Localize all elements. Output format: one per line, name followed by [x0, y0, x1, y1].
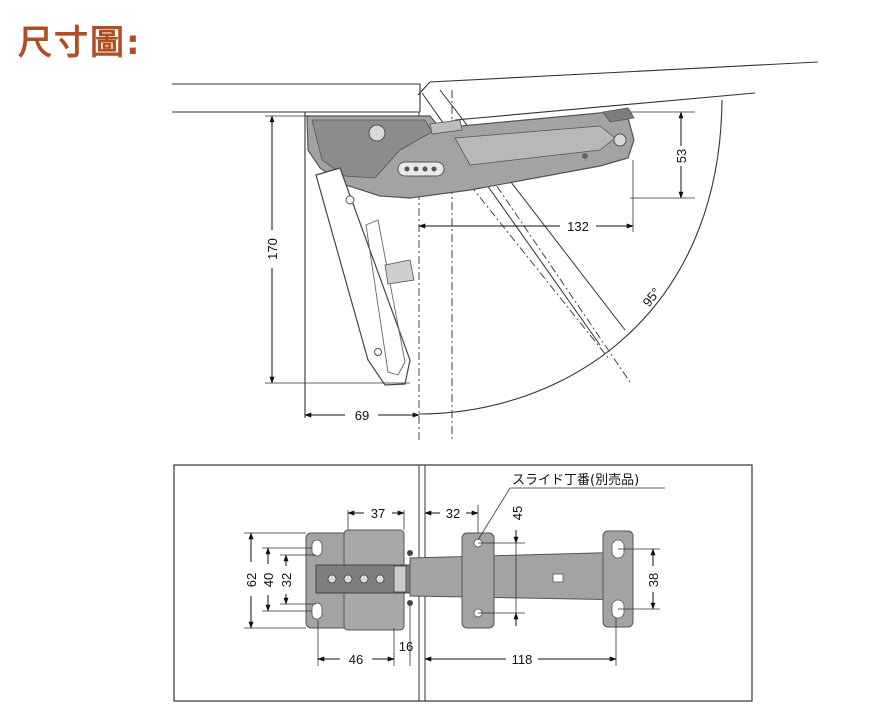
- slide-hinge-callout: スライド丁番(別売品): [477, 472, 665, 541]
- dim-53: 53: [630, 111, 695, 199]
- dim-132: 132: [418, 160, 634, 234]
- dim-69: 69: [304, 408, 420, 423]
- dim-16-label: 16: [399, 639, 413, 654]
- dim-45-label: 45: [510, 506, 525, 520]
- dim-40: 40: [261, 547, 312, 612]
- dim-118: 118: [424, 618, 617, 667]
- dim-40-label: 40: [261, 573, 276, 587]
- top-view: スライド丁番(別売品) 37 32 45: [173, 464, 753, 702]
- dim-38-label: 38: [646, 573, 661, 587]
- stay-arm: [409, 530, 634, 629]
- dim-46-label: 46: [349, 652, 363, 667]
- slide-hinge-label: スライド丁番(別売品): [512, 472, 639, 488]
- dim-38: 38: [618, 548, 661, 610]
- base-plate: [305, 529, 413, 631]
- page-title: 尺寸圖:: [18, 23, 142, 63]
- dim-118-label: 118: [512, 652, 533, 667]
- angle-label: 95°: [639, 285, 663, 310]
- lid-open: [417, 61, 819, 121]
- dim-37-label: 37: [371, 506, 385, 521]
- dim-37: 37: [347, 506, 405, 530]
- stay-mechanism: [306, 107, 635, 199]
- dim-62: 62: [244, 532, 306, 629]
- dim-170: 170: [265, 115, 410, 384]
- dim-132-label: 132: [567, 219, 589, 234]
- dim-32-top-label: 32: [446, 506, 460, 521]
- top-view-frame: [173, 464, 753, 702]
- dim-62-label: 62: [244, 573, 259, 587]
- side-view: 53 132 170 69 95°: [172, 61, 819, 440]
- swing-arc: [418, 99, 723, 415]
- dim-170-label: 170: [265, 238, 280, 260]
- cabinet-panel: [172, 83, 421, 418]
- dim-32-top: 32: [424, 505, 479, 533]
- dim-32-left: 32: [279, 554, 316, 605]
- lower-arm: [315, 167, 415, 386]
- dim-32-left-label: 32: [279, 573, 294, 587]
- dim-53-label: 53: [674, 149, 689, 163]
- dim-45: 45: [478, 506, 525, 626]
- dim-46: 46: [317, 620, 395, 667]
- dim-16: 16: [399, 606, 413, 666]
- dim-69-label: 69: [355, 408, 369, 423]
